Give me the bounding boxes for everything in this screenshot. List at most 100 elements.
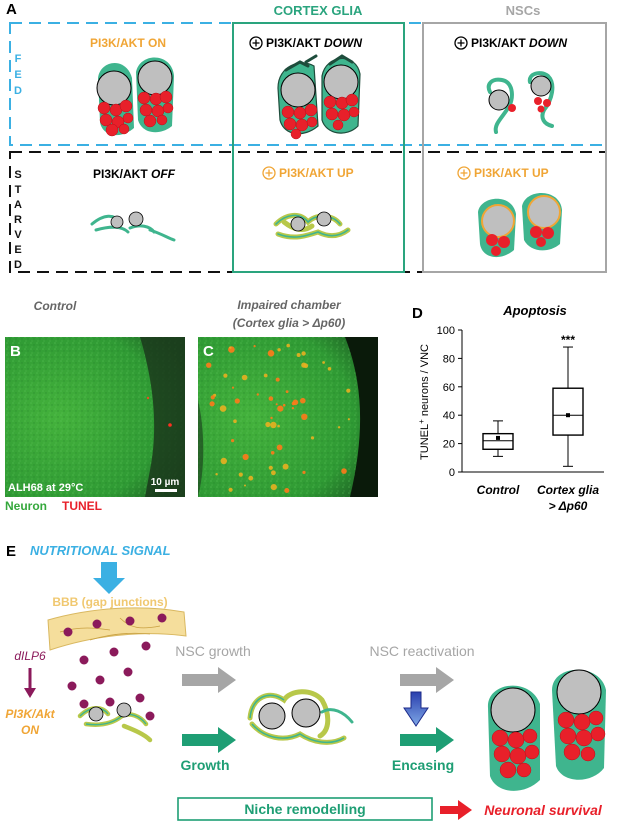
fed-letter: E — [14, 69, 21, 81]
tunel-spot — [229, 346, 232, 349]
tunel-spot — [277, 424, 280, 428]
fed-c1-niche — [96, 57, 174, 137]
tunel-spot — [347, 418, 350, 421]
fed-c2-italic: DOWN — [324, 36, 362, 50]
nsc-nucleus — [556, 669, 602, 715]
tunel-spot — [270, 416, 273, 420]
tunel-spot — [241, 374, 248, 381]
tunel-spot — [244, 484, 246, 487]
y-tick-label: 20 — [443, 439, 455, 451]
tunel-spot — [270, 421, 277, 429]
tunel-spot — [276, 444, 283, 451]
fed-c3-label: PI3K/AKT DOWN — [454, 36, 567, 50]
panel-b-letter: B — [10, 343, 21, 360]
y-tick-label: 40 — [443, 410, 455, 422]
bbb-layer — [47, 607, 187, 651]
dilp6-molecules — [63, 613, 167, 721]
starved-letter: V — [14, 229, 22, 241]
growth-label: Growth — [181, 757, 230, 773]
box-cortex-glia — [552, 346, 584, 467]
down-arrow-icon — [24, 688, 36, 698]
nsc-nucleus — [530, 75, 552, 97]
panel-a: A CORTEX GLIA NSCs F E D S T A R V E D P… — [6, 1, 607, 273]
fed-c2-label: PI3K/AKT DOWN — [249, 36, 362, 50]
starved-letter: S — [14, 169, 21, 181]
nsc-nucleus — [128, 211, 144, 227]
tunel-spot — [210, 395, 215, 400]
tunel-spot — [301, 362, 307, 368]
starved-c1-prefix: PI3K/AKT — [93, 167, 151, 181]
panel-d: D Apoptosis TUNEL+ neurons / VNC 0204060… — [412, 303, 604, 513]
x-label-control: Control — [477, 483, 520, 497]
tunel-spot — [327, 367, 332, 371]
tunel-spot — [301, 413, 308, 420]
panel-a-letter: A — [6, 1, 17, 18]
nsc-nucleus — [527, 195, 561, 229]
fed-letter: D — [14, 85, 22, 97]
right-arrow-icon — [400, 727, 454, 753]
tunel-spot — [322, 361, 325, 364]
tunel-spot — [300, 397, 306, 404]
tunel-spot — [337, 426, 341, 429]
tunel-spot — [233, 419, 237, 424]
tunel-spot — [286, 343, 291, 348]
nsc-nucleus — [291, 698, 321, 728]
tunel-spot — [271, 470, 276, 476]
mean-marker — [566, 413, 570, 418]
right-arrow-icon — [182, 727, 236, 753]
starved-letter: A — [14, 199, 22, 211]
tunel-spot — [168, 423, 172, 427]
tunel-spot — [270, 451, 275, 455]
nsc-nucleus — [137, 60, 173, 96]
starved-c2-text: PI3K/AKT UP — [279, 166, 354, 180]
nscs-column — [422, 22, 607, 273]
niche-remodelling-label: Niche remodelling — [244, 801, 365, 817]
niche-growing — [247, 689, 354, 745]
fed-c3-niche — [486, 71, 555, 134]
nsc-nucleus — [488, 89, 510, 111]
bbb-label: BBB (gap junctions) — [52, 595, 167, 609]
pi3k-label-line2: ON — [21, 723, 39, 737]
significance-marker: *** — [561, 333, 575, 347]
tissue-edge — [140, 337, 185, 497]
starved-c3-text: PI3K/AKT UP — [474, 166, 549, 180]
plus-icon — [457, 39, 465, 47]
tunel-spot — [263, 373, 268, 378]
panel-b-title: Control — [34, 299, 77, 313]
glia-process — [486, 77, 514, 134]
glia-process — [527, 71, 555, 128]
scale-bar — [155, 489, 177, 492]
fed-letter: F — [15, 53, 22, 65]
dilp6-label: dILP6 — [14, 649, 46, 663]
niche-encased — [487, 669, 606, 791]
starved-c1-niche — [90, 211, 176, 242]
nsc-nucleus — [88, 706, 104, 722]
niche-remodelling-box — [177, 797, 433, 821]
tunel-spot — [253, 345, 256, 348]
tunel-spot — [248, 475, 254, 481]
panel-d-letter: D — [412, 305, 423, 322]
nscs-header: NSCs — [506, 3, 541, 18]
legend-neuron: Neuron — [5, 499, 47, 513]
starved-row-label: S T A R V E D — [14, 169, 22, 271]
right-arrow-icon — [440, 800, 472, 820]
svg-text:PI3K/AKT DOWN: PI3K/AKT DOWN — [266, 36, 362, 50]
tunel-spot — [268, 465, 273, 470]
x-label-cortex-glia-line1: Cortex glia — [537, 483, 599, 497]
nsc-nucleus — [258, 702, 286, 730]
tunel-spot — [292, 399, 299, 406]
tunel-spot — [146, 396, 150, 400]
tunel-spot — [219, 405, 227, 412]
neuron-cluster — [491, 710, 606, 779]
starved-c1-italic: OFF — [151, 167, 176, 181]
iqr-box — [552, 387, 584, 436]
tunel-spot — [341, 468, 347, 474]
nsc-nucleus — [280, 72, 316, 108]
tunel-spot — [265, 421, 271, 428]
tunel-spot — [206, 362, 212, 368]
plus-icon — [460, 169, 468, 177]
encasing-label: Encasing — [392, 757, 454, 773]
tunel-spot — [277, 405, 284, 412]
tunel-spot — [223, 373, 228, 378]
y-tick-label: 0 — [449, 467, 455, 479]
